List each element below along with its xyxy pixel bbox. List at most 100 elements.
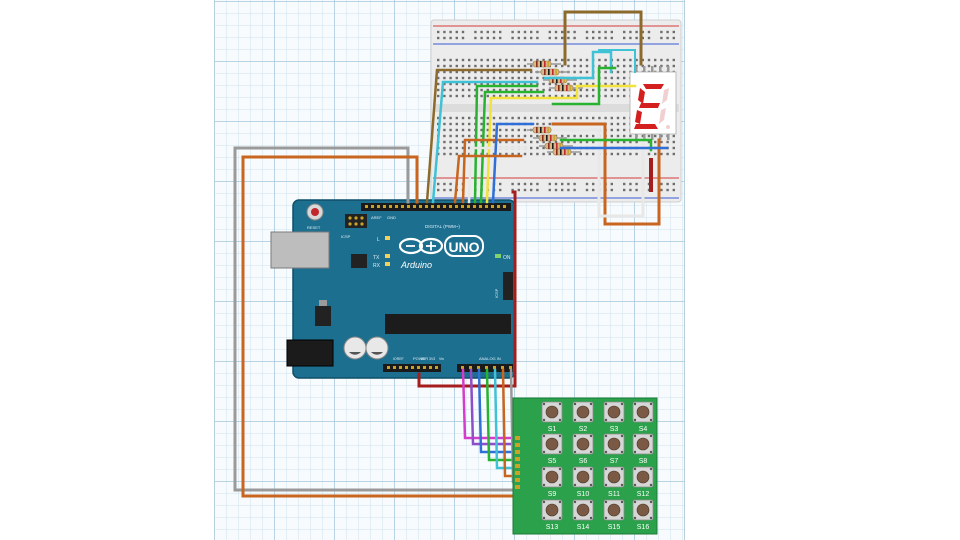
keypad-key-s7[interactable]: S7 bbox=[603, 433, 625, 465]
wire-red-power bbox=[417, 190, 517, 388]
key-corner-pin bbox=[542, 483, 546, 487]
breadboard-hole bbox=[666, 36, 669, 40]
breadboard-hole bbox=[554, 58, 558, 62]
breadboard-hole bbox=[511, 76, 514, 80]
breadboard-hole bbox=[449, 94, 452, 98]
capacitor-2 bbox=[365, 336, 389, 360]
resistor-band bbox=[544, 127, 546, 133]
breadboard-hole bbox=[623, 70, 626, 74]
key-corner-pin bbox=[649, 500, 653, 504]
wire-orange-signal bbox=[461, 138, 525, 204]
breadboard-hole bbox=[604, 70, 607, 74]
breadboard-hole bbox=[616, 128, 620, 132]
breadboard-hole bbox=[486, 128, 489, 132]
digital-label: DIGITAL (PWM~) bbox=[425, 224, 460, 229]
keypad-key-s15[interactable]: S15 bbox=[603, 499, 625, 531]
breadboard-hole bbox=[486, 116, 489, 120]
breadboard-hole bbox=[672, 146, 675, 150]
breadboard-hole bbox=[641, 30, 644, 34]
breadboard-hole bbox=[461, 88, 465, 92]
key-corner-pin bbox=[573, 402, 577, 406]
bottom-header-pins bbox=[387, 366, 512, 369]
breadboard-hole bbox=[499, 182, 502, 186]
breadboard-hole bbox=[443, 182, 446, 186]
digital-pin bbox=[407, 205, 410, 208]
keypad-key-s2[interactable]: S2 bbox=[572, 401, 594, 433]
breadboard-hole bbox=[623, 76, 626, 80]
breadboard-hole bbox=[548, 122, 551, 126]
breadboard-hole bbox=[579, 152, 582, 156]
keypad-key-s12[interactable]: S12 bbox=[632, 466, 654, 498]
keypad-key-s4[interactable]: S4 bbox=[632, 401, 654, 433]
keypad-key-s3[interactable]: S3 bbox=[603, 401, 625, 433]
breadboard-hole bbox=[437, 122, 440, 126]
keypad-key-s10[interactable]: S10 bbox=[572, 466, 594, 498]
keypad-key-s14[interactable]: S14 bbox=[572, 499, 594, 531]
digital-pin bbox=[455, 205, 458, 208]
breadboard-hole bbox=[492, 122, 496, 126]
breadboard-hole bbox=[461, 134, 465, 138]
breadboard-hole bbox=[592, 94, 595, 98]
keypad-key-s16[interactable]: S16 bbox=[632, 499, 654, 531]
keypad-key-s5[interactable]: S5 bbox=[541, 433, 563, 465]
breadboard-hole bbox=[517, 134, 520, 138]
gnd-label-top: GND bbox=[387, 215, 396, 220]
breadboard-hole bbox=[554, 82, 558, 86]
key-corner-pin bbox=[649, 434, 653, 438]
breadboard-hole bbox=[530, 134, 533, 138]
icsp-header bbox=[345, 214, 367, 228]
breadboard-hole bbox=[530, 146, 533, 150]
breadboard-hole bbox=[523, 94, 527, 98]
breadboard-hole bbox=[561, 134, 564, 138]
breadboard-hole bbox=[616, 76, 620, 80]
tx-label: TX bbox=[373, 255, 380, 261]
breadboard-hole bbox=[486, 140, 489, 144]
key-corner-pin bbox=[604, 516, 608, 520]
keypad-key-s1[interactable]: S1 bbox=[541, 401, 563, 433]
breadboard-hole bbox=[455, 82, 458, 86]
breadboard-hole bbox=[437, 58, 440, 62]
display-pins bbox=[635, 66, 670, 140]
breadboard-hole bbox=[561, 36, 564, 40]
resistor-band bbox=[546, 135, 548, 141]
breadboard-hole bbox=[542, 58, 545, 62]
breadboard-hole bbox=[548, 188, 551, 192]
breadboard-hole bbox=[623, 116, 626, 120]
keypad-key-s8[interactable]: S8 bbox=[632, 433, 654, 465]
keypad-key-s9[interactable]: S9 bbox=[541, 466, 563, 498]
breadboard-hole bbox=[660, 36, 663, 40]
breadboard-hole bbox=[449, 58, 452, 62]
keypad-key-s6[interactable]: S6 bbox=[572, 433, 594, 465]
keypad-key-s13[interactable]: S13 bbox=[541, 499, 563, 531]
breadboard-hole bbox=[573, 116, 576, 120]
display-pin bbox=[635, 66, 638, 72]
key-corner-pin bbox=[649, 467, 653, 471]
breadboard-hole bbox=[629, 152, 632, 156]
breadboard-hole bbox=[610, 134, 613, 138]
resistor-band bbox=[536, 61, 538, 67]
breadboard-hole bbox=[629, 36, 632, 40]
segment-e bbox=[635, 110, 642, 124]
digital-pin bbox=[467, 205, 470, 208]
breadboard-hole bbox=[610, 88, 613, 92]
breadboard-hole bbox=[604, 88, 607, 92]
key-corner-pin bbox=[573, 516, 577, 520]
segment-b bbox=[662, 88, 669, 104]
breadboard-hole bbox=[461, 146, 465, 150]
breadboard-hole bbox=[592, 152, 595, 156]
uno-logo-text: UNO bbox=[448, 239, 479, 255]
breadboard-hole bbox=[449, 82, 452, 86]
keypad-key-s11[interactable]: S11 bbox=[603, 466, 625, 498]
breadboard-hole bbox=[672, 64, 675, 68]
breadboard-hole bbox=[523, 82, 527, 86]
power-pin bbox=[429, 366, 432, 369]
voltage-regulator bbox=[315, 306, 331, 326]
keypad-pin bbox=[515, 457, 520, 461]
key-corner-pin bbox=[589, 450, 593, 454]
breadboard-hole bbox=[592, 36, 595, 40]
key-corner-pin bbox=[620, 402, 624, 406]
breadboard-hole bbox=[585, 58, 589, 62]
breadboard-hole bbox=[616, 122, 620, 126]
breadboard-hole bbox=[604, 36, 607, 40]
key-corner-pin bbox=[620, 516, 624, 520]
